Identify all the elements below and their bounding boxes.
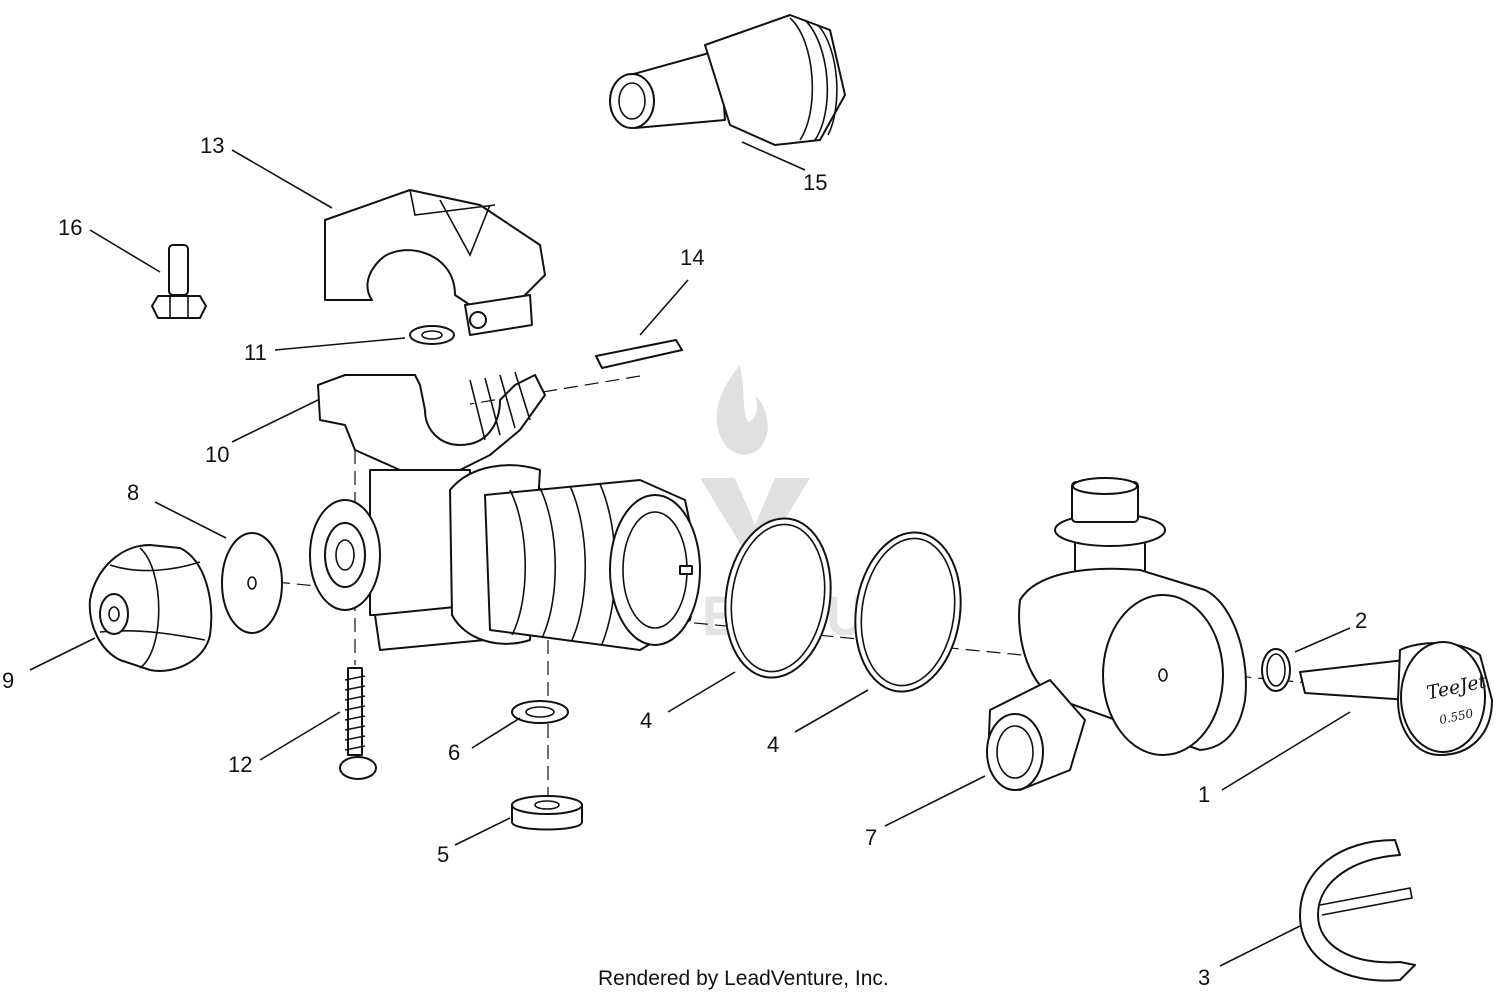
leader-9 (29, 637, 96, 671)
nut-part (511, 795, 583, 831)
callout-15: 15 (803, 170, 827, 195)
pin-axis (469, 375, 641, 405)
valve-body-part (309, 371, 701, 651)
leader-4b (794, 689, 869, 733)
leader-14 (639, 279, 689, 336)
callout-3: 3 (1198, 965, 1210, 990)
flat-washer-part (511, 700, 569, 724)
callout-1: 1 (1198, 782, 1210, 807)
o-ring-part-b (854, 531, 962, 693)
callout-9: 9 (2, 668, 14, 693)
leader-10 (231, 399, 319, 443)
bolt-part (151, 244, 207, 319)
leader-15 (741, 141, 806, 171)
spray-tip-part: TeeJet 0.550 (1299, 641, 1493, 756)
retaining-clip-part (1299, 839, 1416, 982)
callout-8: 8 (127, 480, 139, 505)
small-o-ring-part (1261, 648, 1291, 692)
hose-barb-part (609, 14, 846, 146)
callout-11: 11 (244, 340, 267, 365)
callout-13: 13 (200, 133, 224, 158)
nozzle-body-part (986, 477, 1247, 791)
render-credit: Rendered by LeadVenture, Inc. (598, 967, 889, 990)
callout-16: 16 (58, 215, 82, 240)
diaphragm-part (221, 532, 283, 634)
screw-part (339, 667, 377, 780)
callout-4b: 4 (767, 732, 779, 757)
leader-7 (884, 775, 986, 827)
callout-4a: 4 (640, 708, 652, 733)
pin-part (595, 339, 683, 369)
leader-8 (154, 501, 227, 539)
leader-1 (1221, 711, 1351, 791)
callout-7: 7 (865, 825, 877, 850)
leader-3 (1219, 925, 1301, 967)
leader-11 (274, 337, 406, 351)
leader-5 (454, 817, 511, 846)
leader-12 (259, 711, 341, 761)
leader-6 (471, 717, 521, 749)
callout-10: 10 (205, 442, 229, 467)
cap-knob-part (88, 544, 213, 672)
callout-2: 2 (1355, 608, 1367, 633)
callout-12: 12 (228, 752, 252, 777)
leader-13 (231, 149, 333, 209)
o-ring-part-a (724, 517, 832, 679)
leader-2 (1294, 627, 1351, 653)
clamp-cap-part (324, 189, 546, 336)
washer-part (409, 325, 455, 345)
callout-6: 6 (448, 740, 460, 765)
leader-4a (667, 671, 736, 713)
callout-14: 14 (680, 245, 704, 270)
leader-16 (89, 229, 161, 273)
callout-5: 5 (437, 842, 449, 867)
